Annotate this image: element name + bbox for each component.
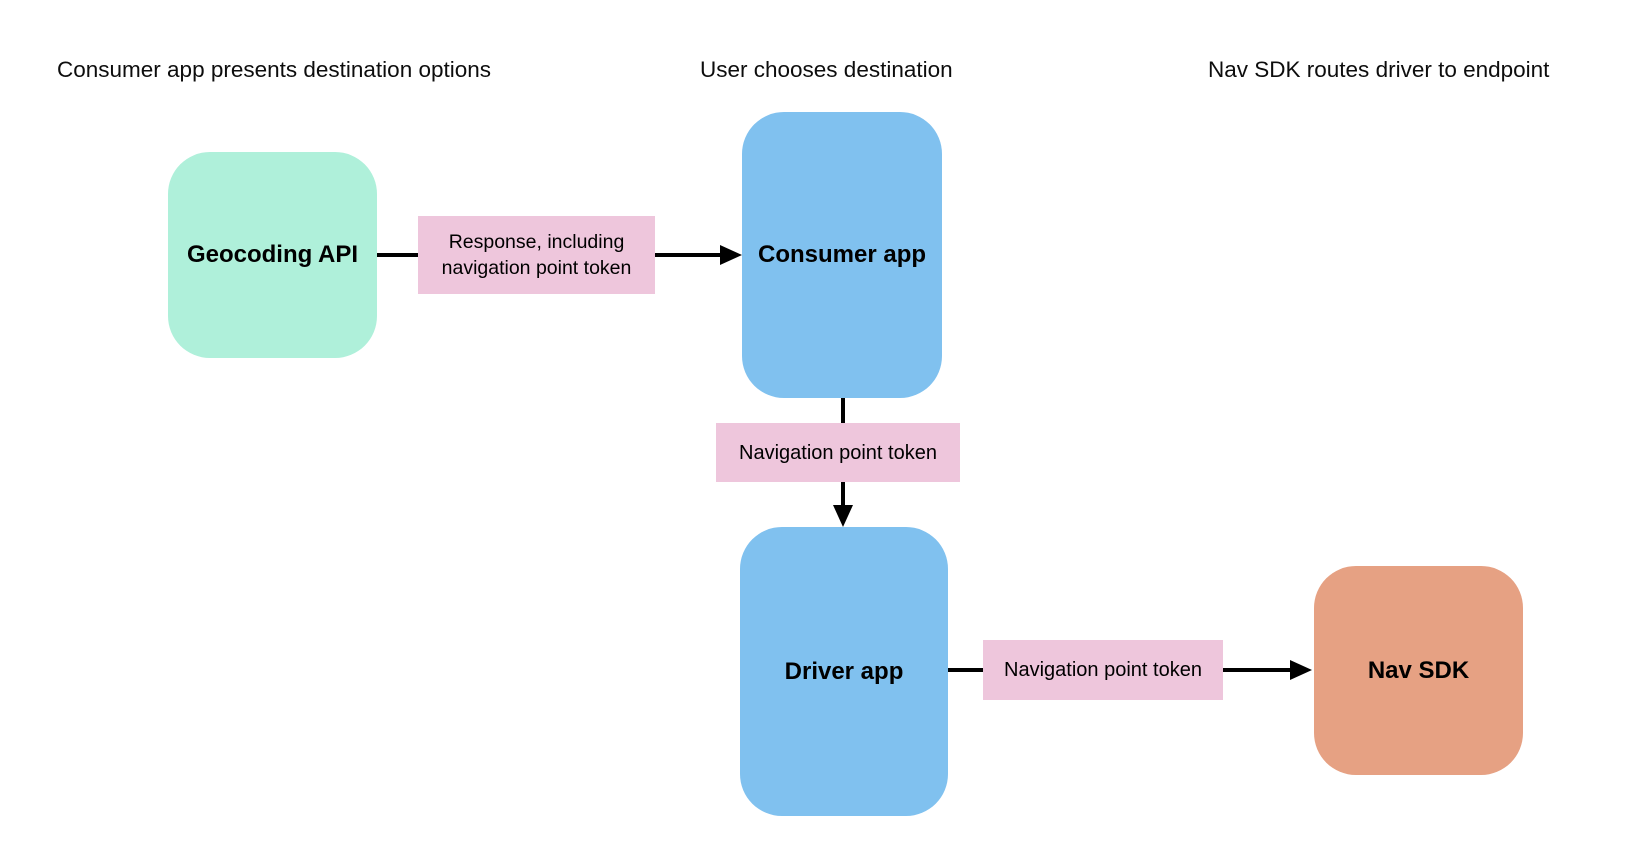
column-header-consumer-presents: Consumer app presents destination option… <box>57 57 492 82</box>
node-driver-app: Driver app <box>740 527 948 816</box>
node-nav-sdk: Nav SDK <box>1314 566 1523 775</box>
column-header-nav-sdk-routes: Nav SDK routes driver to endpoint <box>1208 57 1550 82</box>
node-consumer-app: Consumer app <box>742 112 942 398</box>
edge-driver-to-navsdk-arrowhead-icon <box>1290 660 1312 680</box>
node-consumer-app-label: Consumer app <box>757 241 927 268</box>
node-geocoding-api-label: Geocoding API <box>186 241 359 268</box>
edge-label-navigation-point-token-1: Navigation point token <box>716 423 960 482</box>
node-geocoding-api: Geocoding API <box>168 152 377 358</box>
node-driver-app-label: Driver app <box>784 657 904 685</box>
edge-geocoding-to-consumer-arrowhead-icon <box>720 245 742 265</box>
node-nav-sdk-label: Nav SDK <box>1367 656 1470 684</box>
edge-label-response-including-token: Response, including navigation point tok… <box>418 216 655 294</box>
edge-consumer-to-driver-arrowhead-icon <box>833 505 853 527</box>
edge-label-navigation-point-token-2: Navigation point token <box>983 640 1223 700</box>
column-header-user-chooses: User chooses destination <box>700 57 953 82</box>
